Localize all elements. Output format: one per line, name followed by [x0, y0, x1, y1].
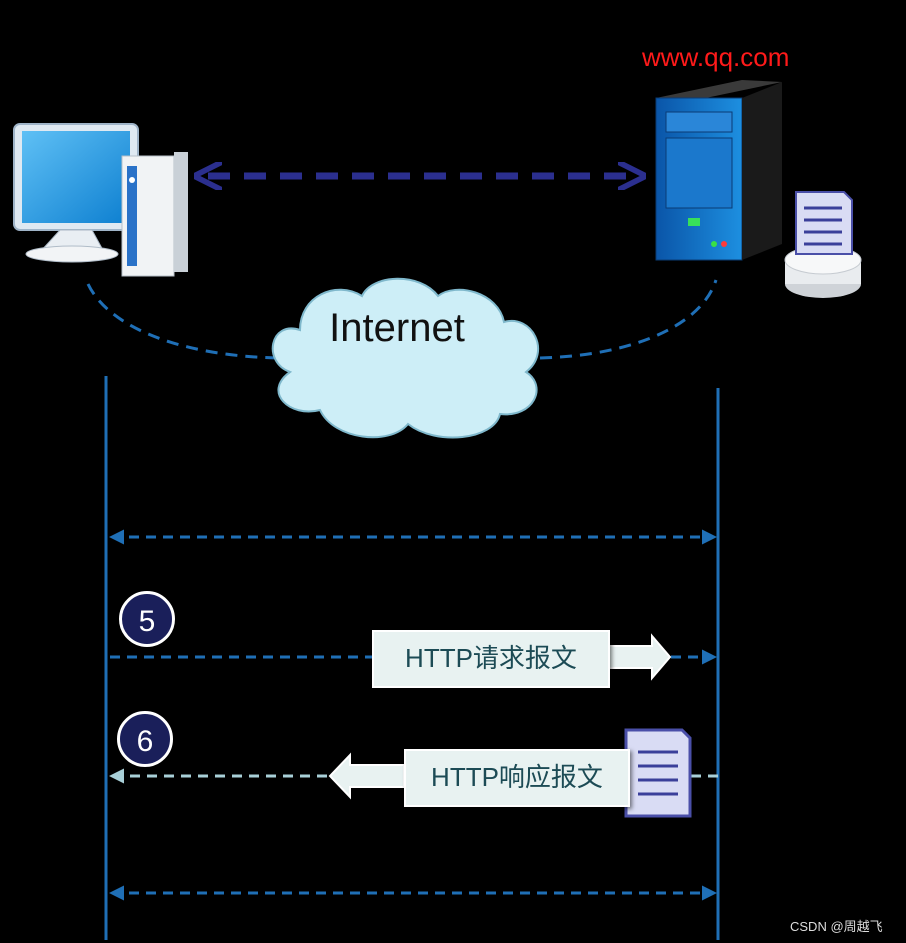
http-request-label: HTTP请求报文	[372, 630, 610, 688]
watermark: CSDN @周越飞	[790, 919, 883, 934]
response-block-arrow	[328, 752, 405, 800]
step-6-badge: 6	[117, 711, 173, 767]
step-5-badge: 5	[119, 591, 175, 647]
http-response-label: HTTP响应报文	[404, 749, 630, 807]
server-url-label: www.qq.com	[642, 42, 790, 72]
internet-label: Internet	[329, 306, 465, 350]
internet-cloud-icon	[271, 277, 539, 439]
client-computer-icon	[13, 123, 188, 277]
network-path-arc	[86, 279, 718, 360]
web-page-file-icon	[784, 191, 862, 298]
response-document-icon	[624, 728, 692, 818]
web-server-icon	[655, 80, 782, 261]
request-block-arrow	[605, 633, 672, 681]
